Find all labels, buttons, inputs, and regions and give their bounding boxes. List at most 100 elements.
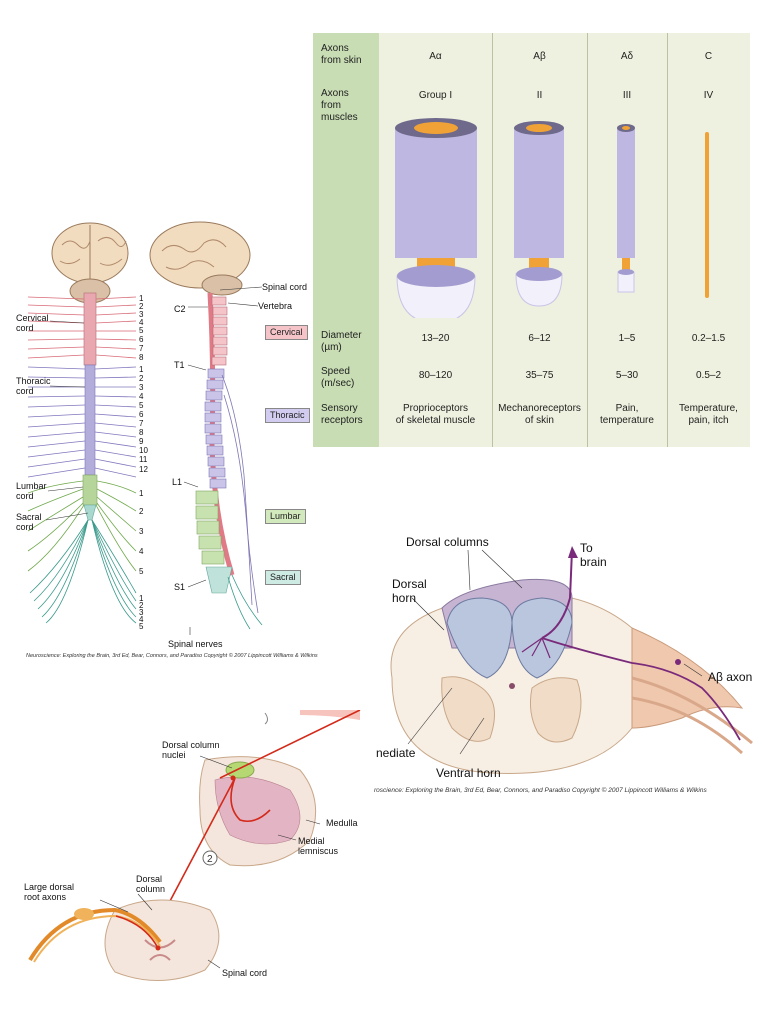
cell-speed-a-delta: 5–30 <box>615 370 639 381</box>
label-medulla: Medulla <box>326 818 358 828</box>
segment-number: 8 <box>139 353 144 362</box>
cell-receptors-c: Temperature, pain, itch <box>679 403 738 426</box>
label-medial-lemniscus: Medial lemniscus <box>298 836 339 856</box>
segment-number: 3 <box>139 310 144 319</box>
cell-skin-a-beta: Aβ <box>533 51 546 62</box>
segment-number: 4 <box>139 318 144 327</box>
table-row-header-column <box>313 33 379 447</box>
label-cervical-cord: Cervical cord <box>16 313 49 333</box>
region-cervical: Cervical <box>265 325 308 340</box>
axon-classification-table: Axons from skin Axons from muscles Diame… <box>313 33 750 447</box>
cord-thoracic <box>84 364 96 476</box>
dorsal-column-pathway: 2 Dorsal column nuclei Medulla Medial le… <box>20 710 372 990</box>
cell-muscle-group-iii: III <box>622 90 632 101</box>
row-header-muscles: Axons from muscles <box>321 88 358 123</box>
label-c2: C2 <box>174 304 186 314</box>
segment-number: 1 <box>139 594 144 603</box>
cell-skin-a-alpha: Aα <box>429 51 442 62</box>
label-dorsal-horn: Dorsal horn <box>392 577 427 605</box>
label-ab-axon: Aβ axon <box>708 670 753 684</box>
label-spinal-cord: Spinal cord <box>262 282 308 292</box>
axon-a-alpha-drawing <box>395 118 477 318</box>
label-l1: L1 <box>172 477 183 487</box>
segment-number: 1 <box>139 489 144 498</box>
segment-number: 8 <box>139 428 144 437</box>
cell-receptors-a-beta: Mechanoreceptors of skin <box>498 403 581 426</box>
segment-number: 12 <box>139 465 148 474</box>
segment-number: 4 <box>139 615 144 624</box>
cell-skin-a-delta: Aδ <box>620 51 634 62</box>
segment-number: 5 <box>139 401 144 410</box>
region-sacral: Sacral <box>265 570 301 585</box>
cell-diameter-a-alpha: 13–20 <box>421 333 450 344</box>
label-dorsal-column-nuclei: Dorsal column nuclei <box>162 740 220 760</box>
label-s1: S1 <box>174 582 186 592</box>
cell-muscle-group-iv: IV <box>703 90 714 101</box>
axon-a-beta-drawing <box>514 121 564 307</box>
cell-diameter-a-delta: 1–5 <box>618 333 636 344</box>
segment-number: 6 <box>139 410 144 419</box>
region-thoracic: Thoracic <box>265 408 310 423</box>
cord-sacral <box>83 504 97 521</box>
segment-number: 2 <box>139 601 144 610</box>
segment-number: 6 <box>139 335 144 344</box>
spinal-figure: Cervical cord Thoracic cord Lumbar cord … <box>0 215 318 665</box>
cell-diameter-c: 0.2–1.5 <box>691 333 726 344</box>
cell-speed-c: 0.5–2 <box>695 370 722 381</box>
segment-number: 5 <box>139 326 144 335</box>
cell-speed-a-alpha: 80–120 <box>418 370 453 381</box>
cell-speed-a-beta: 35–75 <box>525 370 554 381</box>
segment-number: 2 <box>139 507 144 516</box>
brain-dorsal-view <box>51 222 129 304</box>
label-ventral-horn: Ventral horn <box>436 766 501 780</box>
segment-number: 1 <box>139 294 144 303</box>
segment-number: 2 <box>139 374 144 383</box>
label-lumbar-cord: Lumbar cord <box>16 481 47 501</box>
brain-side-view <box>149 221 251 296</box>
vertebrae-column <box>195 296 233 594</box>
label-vertebra: Vertebra <box>258 301 293 311</box>
segment-number: 7 <box>139 344 144 353</box>
cell-receptors-a-alpha: Proprioceptors of skeletal muscle <box>395 403 476 426</box>
label-intermediate: nediate <box>376 746 416 760</box>
axon-c-drawing <box>705 132 709 298</box>
cell-receptors-a-delta: Pain, temperature <box>600 403 654 426</box>
segment-number: 5 <box>139 567 144 576</box>
row-header-speed: Speed (m/sec) <box>321 366 355 389</box>
cell-skin-c: C <box>704 51 713 62</box>
segment-number: 2 <box>139 302 144 311</box>
figure-credit: Neuroscience: Exploring the Brain, 3rd E… <box>26 653 318 659</box>
cell-diameter-a-beta: 6–12 <box>528 333 551 344</box>
cord-cervical <box>83 292 97 366</box>
cross-section-credit: roscience: Exploring the Brain, 3rd Ed, … <box>374 787 707 794</box>
segment-number: 7 <box>139 419 144 428</box>
axon-illustrations <box>395 118 709 318</box>
segment-number: 1 <box>139 365 144 374</box>
step-number-2: 2 <box>207 854 213 865</box>
segment-number: 4 <box>139 392 144 401</box>
row-header-diameter: Diameter (µm) <box>321 330 362 353</box>
pathway-drawing: 2 <box>28 710 361 981</box>
segment-number: 11 <box>139 455 148 464</box>
label-large-dorsal-root-axons: Large dorsal root axons <box>24 882 75 902</box>
cord-lumbar <box>82 474 98 506</box>
segment-number: 3 <box>139 608 144 617</box>
segment-number: 3 <box>139 527 144 536</box>
spinal-cord-cross-section: Dorsal columns To brain Dorsal horn Aβ a… <box>372 528 784 808</box>
label-to-brain: To brain <box>580 541 607 569</box>
region-lumbar: Lumbar <box>265 509 306 524</box>
row-header-skin: Axons from skin <box>321 43 362 66</box>
label-t1: T1 <box>174 360 185 370</box>
label-thoracic-cord: Thoracic cord <box>16 376 51 396</box>
label-spinal-cord-pathway: Spinal cord <box>222 968 268 978</box>
segment-number: 5 <box>139 622 144 631</box>
spinal-figure-drawing <box>27 221 263 635</box>
label-dorsal-column: Dorsal column <box>136 874 166 894</box>
label-dorsal-columns: Dorsal columns <box>406 535 489 549</box>
label-sacral-cord: Sacral cord <box>16 512 42 532</box>
row-header-receptors: Sensory receptors <box>321 403 363 426</box>
segment-number: 4 <box>139 547 144 556</box>
axon-a-delta-drawing <box>617 124 635 293</box>
label-spinal-nerves: Spinal nerves <box>168 639 223 649</box>
cross-section-drawing <box>390 546 753 774</box>
